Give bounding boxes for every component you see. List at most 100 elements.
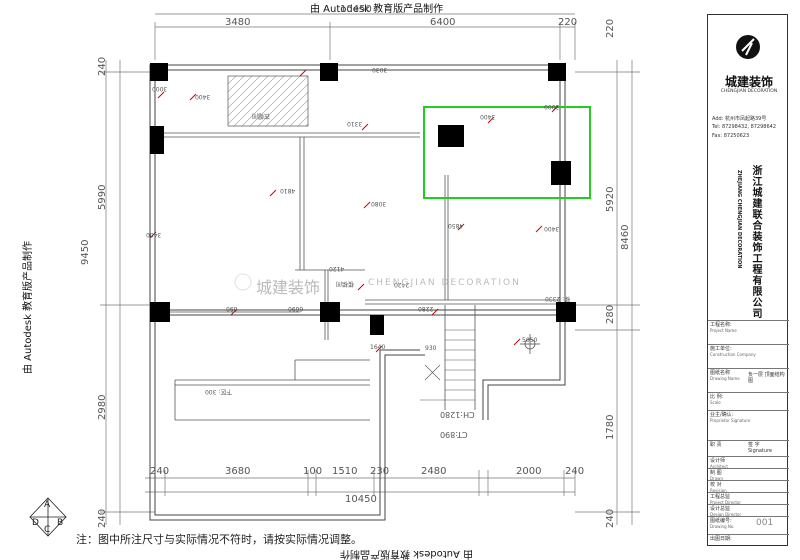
column: [548, 63, 566, 81]
floor-label: 3030: [372, 66, 388, 73]
floor-label: 3400: [146, 231, 162, 238]
floor-label: 4850: [448, 222, 464, 229]
floor-label: 5050: [522, 337, 538, 344]
column: [551, 161, 571, 185]
brand-logo-icon: [736, 35, 760, 59]
floor-label: CH:1280: [440, 410, 475, 419]
dim-bottom: 3680: [225, 466, 251, 477]
dim-right: 220: [605, 18, 616, 38]
column: [320, 302, 340, 322]
floor-label: CT:890: [440, 430, 468, 439]
column: [150, 63, 168, 81]
dim-bottom: 10450: [345, 494, 377, 505]
compass-letter: C: [44, 525, 51, 535]
title-row: 图纸名称 Drawing Name 负一层 顶面结构图: [708, 368, 789, 392]
column: [556, 302, 576, 322]
top-dimension-line: [154, 13, 576, 60]
dim-right: 280: [605, 304, 616, 324]
floor-label: 3400: [480, 113, 496, 120]
floor-label: 3080: [371, 200, 387, 207]
drawing-number: 001: [756, 518, 774, 528]
dim-right: 8460: [620, 224, 631, 250]
dim-right: 1780: [605, 414, 616, 440]
watermark-left: 由 Autodesk 教育版产品制作: [23, 240, 35, 375]
dim-top: 3480: [225, 17, 251, 28]
dim-bottom: 2480: [421, 466, 447, 477]
dim-bottom: 1510: [332, 466, 358, 477]
hatched-area: [227, 75, 309, 127]
title-row: 工程总监 Project Director: [708, 492, 789, 505]
dim-bottom: 230: [370, 466, 390, 477]
dim-left: 240: [97, 508, 108, 528]
watermark-brand: 城建装饰: [256, 278, 321, 297]
floor-label: 930: [425, 345, 437, 352]
title-row: 设计总监 Design Director: [708, 504, 789, 517]
dim-top: 10450: [340, 4, 372, 15]
compass-icon: [29, 497, 67, 537]
floor-label: 4810: [280, 187, 296, 194]
floor-label: 6690: [288, 305, 304, 312]
light-fixture-icon: [520, 334, 540, 354]
floor-label: 3400: [195, 93, 211, 100]
highlight-box: [423, 106, 591, 199]
left-dimension-line: [100, 60, 155, 525]
dim-right: 5920: [605, 186, 616, 212]
title-row: 比 例: Scale: [708, 392, 789, 410]
dim-left: 240: [97, 56, 108, 76]
bottom-dimension-line: [145, 470, 576, 496]
floor-label: 3400: [544, 225, 560, 232]
dim-left: 5990: [97, 184, 108, 210]
columns: [150, 63, 576, 335]
column: [150, 126, 164, 154]
interior-lines: [155, 132, 560, 421]
compass-letter: D: [32, 518, 39, 528]
watermark-bottom: 由 Autodesk 教育版产品制作: [340, 548, 474, 559]
compass-letter: B: [57, 518, 64, 528]
title-row: 施工单位: Construction Company: [708, 344, 789, 368]
column: [320, 63, 338, 81]
title-row: 职 责 签 字 Signature: [708, 440, 789, 456]
fax: Fax: 87250623: [712, 133, 750, 139]
floor-label: 3000: [544, 103, 560, 110]
address: Add: 杭州市凤起路39号: [712, 116, 767, 122]
watermark-brand-en: CHENGJIAN DECORATION: [368, 278, 521, 288]
column: [150, 302, 170, 322]
outer-walls: [149, 64, 566, 521]
dim-top: 220: [558, 17, 578, 28]
stairs: [420, 329, 475, 401]
dim-bottom: 100: [303, 466, 323, 477]
drawing-note: 注：图中所注尺寸与实际情况不符时，请按实际情况调整。: [76, 533, 362, 546]
dim-bottom: 2000: [516, 466, 542, 477]
title-row: 校 对 Revision: [708, 480, 789, 493]
dim-left: 9450: [80, 239, 91, 265]
column: [438, 125, 464, 147]
title-row: 业主/确认: Proprietor Signature: [708, 410, 789, 440]
floor-label: 2280: [418, 305, 434, 312]
company-name: 浙江城建联合装饰工程有限公司: [750, 165, 761, 319]
dim-bottom: 240: [150, 466, 170, 477]
floor-label: 楼梯间: [336, 280, 355, 287]
right-dimension-line: [575, 60, 640, 525]
title-row: 出图日期:: [708, 534, 789, 546]
floor-label: 梯: 2330: [545, 295, 571, 302]
dimension-marks: [149, 69, 559, 353]
floor-label: 4120: [329, 265, 345, 272]
dim-bottom: 240: [565, 466, 585, 477]
dim-right: 240: [605, 508, 616, 528]
title-block: 城建装饰 CHENGJIAN DECORATION Add: 杭州市凤起路39号…: [707, 14, 789, 546]
column: [370, 315, 384, 335]
floor-label: 3310: [347, 120, 363, 127]
title-row: 工程名称: Project Name: [708, 320, 789, 344]
floor-label: 690: [226, 305, 238, 312]
watermark-top: 由 Autodesk 教育版产品制作: [310, 4, 444, 15]
title-row: 图纸编号: Drawing No.: [708, 516, 789, 534]
title-row: 制 图 Drawn: [708, 468, 789, 481]
title-row: 设计师 Architect: [708, 456, 789, 469]
dim-top: 6400: [430, 17, 456, 28]
company-name-en: ZHEJIANG CHENGJIAN DECORATION: [736, 170, 742, 269]
brand-name: 城建装饰: [724, 75, 773, 89]
floor-label: 下区: 300: [205, 388, 233, 395]
floor-label: 3000: [152, 85, 168, 92]
